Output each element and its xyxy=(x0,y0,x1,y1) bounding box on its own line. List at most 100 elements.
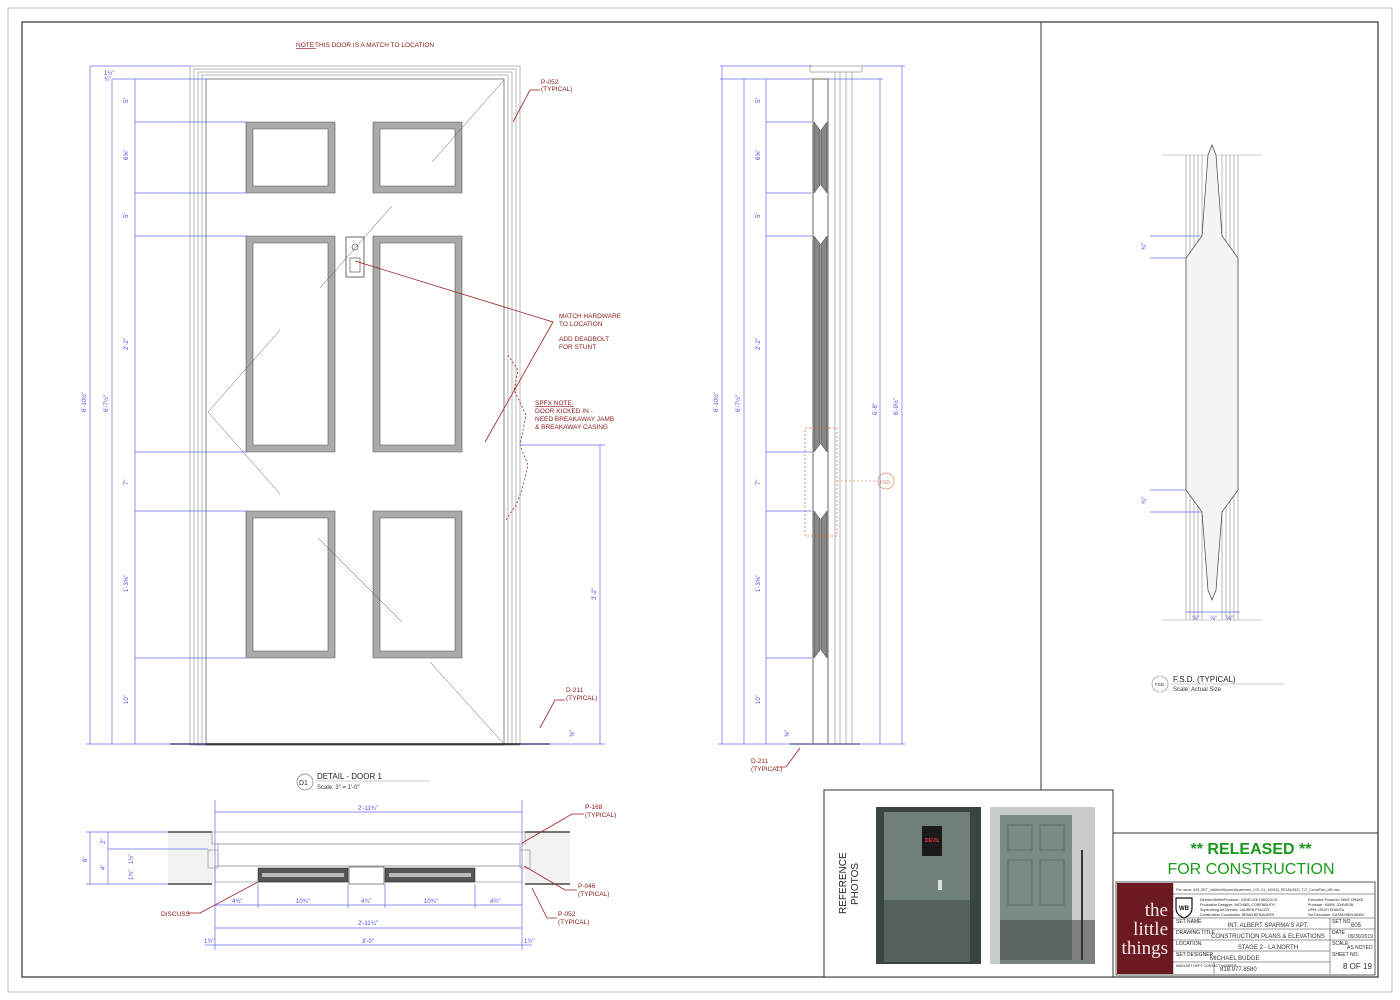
plan-left-dim: 2" xyxy=(101,839,107,844)
scale-label: SCALE xyxy=(1332,941,1349,947)
credit: Director/Writer/Producer: JOHN LEE HANCO… xyxy=(1200,898,1278,902)
plan-side-dim: 1½" xyxy=(524,938,534,945)
plan-mid-dim: 4¾" xyxy=(490,899,500,905)
detail-scale: Scale: 3" = 1'-0" xyxy=(317,785,360,791)
date: 09/30/2019 xyxy=(1348,934,1373,940)
dim-label: 10" xyxy=(124,695,130,704)
plan-lower-dim: 2'-11¾" xyxy=(358,921,378,927)
callout-p046-sub: (TYPICAL) xyxy=(578,891,609,898)
callout-discuss: DISCUSS xyxy=(161,911,191,918)
plan-mid-dim: 4¾" xyxy=(232,899,242,905)
set-name-label: SET NAME xyxy=(1176,919,1202,925)
sheet-number: 8 OF 19 xyxy=(1343,962,1372,971)
set-no: 605 xyxy=(1351,923,1362,929)
set-no-label: SET NO. xyxy=(1332,919,1352,925)
credit: Producer: MARK JOHNSON xyxy=(1308,903,1354,907)
overall-outer-dim: 6'-10½" xyxy=(81,392,88,412)
door-hardware xyxy=(345,236,365,278)
dim-label: 1'-3⅝" xyxy=(124,575,130,592)
dim-label: 6⅝" xyxy=(756,150,762,160)
dim-label: 1'-3⅝" xyxy=(756,575,762,592)
callout-deadbolt: ADD DEADBOLT xyxy=(559,336,609,343)
overall-inner-dim: 6'-7½" xyxy=(735,395,742,412)
detail-tag: D1 xyxy=(299,780,308,787)
detail-title: D1 DETAIL - DOOR 1 Scale: 3" = 1'-0" xyxy=(296,772,430,791)
plan-top-dim: 2'-11¾" xyxy=(358,806,378,812)
callout-p046: P-046 xyxy=(578,883,596,890)
door-elevation: NOTE: THIS DOOR IS A MATCH TO LOCATION xyxy=(81,42,622,746)
callout-spfx-line: NEED BREAKAWAY JAMB xyxy=(535,416,614,423)
credit: UPM: LEIGH SHANTA xyxy=(1308,908,1345,912)
fsd-dim: ¾" xyxy=(1142,497,1148,504)
show-logo xyxy=(1117,883,1173,974)
plan-mid-dim: 10¾" xyxy=(424,899,438,905)
logo-line: little xyxy=(1133,919,1168,940)
file-name: File name: 605_SET_IntAlbertSparmaApartm… xyxy=(1176,888,1340,892)
plan-left-dim: 1½" xyxy=(128,854,135,864)
dim-label: 7" xyxy=(756,480,762,485)
contact-label: MAIN ART DEPT CONTACT NUMBER xyxy=(1176,964,1237,968)
callout-deadbolt-sub: FOR STUNT xyxy=(559,344,596,351)
released-text: ** RELEASED ** xyxy=(1191,841,1313,858)
detail-title-text: DETAIL - DOOR 1 xyxy=(317,772,382,781)
callout-spfx-line: DOOR KICKED IN - xyxy=(535,408,593,415)
wb-logo-text: WB xyxy=(1179,906,1190,912)
sheet-frame xyxy=(21,21,1379,978)
fsd-dim: ¾" xyxy=(1142,243,1148,250)
contact-number: 818.977.8580 xyxy=(1220,967,1257,973)
fsd-tag: FSD xyxy=(880,480,890,486)
fsd-tag: FSD xyxy=(1155,682,1165,687)
title-block: the little things File name: 605_SET_Int… xyxy=(1115,881,1376,976)
page-border xyxy=(7,7,1393,993)
dim-label: 2'-2" xyxy=(124,338,130,350)
fsd-dim: ⅝" xyxy=(1226,616,1233,622)
dim-label: 1½" xyxy=(104,70,114,77)
callout-p168: P-168 xyxy=(585,804,603,811)
reference-photo-2 xyxy=(990,807,1095,964)
bottom-dim: ⅜" xyxy=(570,730,576,737)
set-name: INT. ALBERT SPARMA'S APT. xyxy=(1228,923,1309,929)
overall-outer-dim: 6'-10½" xyxy=(713,392,720,412)
set-designer: MICHAEL BUDGE xyxy=(1210,956,1259,962)
fsd-dim: ⅝" xyxy=(1192,616,1199,622)
door-plan-detail: 2'-11¾" 4¾" 10¾" 4¾" 10¾" 4¾" 2'-11¾" 3'… xyxy=(83,800,616,950)
callout-p052: P-052 xyxy=(541,79,559,86)
credit: Construction Coordinator: BRIAN BENAVIDE… xyxy=(1200,913,1275,917)
plan-left-dim: 1¾" xyxy=(129,870,135,880)
callout-p052: P-052 xyxy=(558,911,576,918)
callout-spfx: SPFX NOTE: xyxy=(535,400,574,407)
credit: Supervising Art Director: LAUREN POLIZZI xyxy=(1200,908,1269,912)
callout-d211: D-211 xyxy=(751,758,769,765)
bottom-dim: ⅜" xyxy=(785,730,791,737)
dim-label: 6⅝" xyxy=(124,150,130,160)
callout-d211: D-211 xyxy=(566,687,584,694)
right-inner-dim: 6'-8" xyxy=(873,403,879,415)
drawing-title: CONSTRUCTION PLANS & ELEVATIONS xyxy=(1211,934,1325,940)
callout-p052-sub: (TYPICAL) xyxy=(558,919,589,926)
plan-left-dim: 6" xyxy=(83,857,89,862)
plan-mid-dim: 4¾" xyxy=(361,899,371,905)
scale: AS NOTED xyxy=(1347,945,1373,951)
dim-label: 7" xyxy=(124,480,130,485)
right-outer-dim: 6'-9½" xyxy=(893,398,900,415)
callout-p052-sub: (TYPICAL) xyxy=(541,86,572,93)
reference-label-1: REFERENCE xyxy=(838,852,849,914)
dim-label: 5" xyxy=(124,98,130,103)
photo-sign-text: DEVIL xyxy=(925,838,940,844)
dim-label: ¾" xyxy=(104,77,111,83)
reference-label-2: PHOTOS xyxy=(850,863,861,905)
logo-line: the xyxy=(1145,900,1168,921)
wb-shield-icon: WB xyxy=(1175,897,1193,919)
callout-d211-sub: (TYPICAL) xyxy=(566,695,597,702)
door-panels xyxy=(245,121,463,659)
fsd-detail: ¾" ¾" ⅝" ⅛" ⅝" FSD F.S.D. (TYPICAL) Scal… xyxy=(1142,144,1285,693)
right-dim: 3'-2" xyxy=(592,588,598,600)
top-note: THIS DOOR IS A MATCH TO LOCATION xyxy=(315,42,434,49)
credit: Production Designer: MICHAEL CORENBLITH xyxy=(1200,903,1275,907)
callout-spfx-line: & BREAKAWAY CASING xyxy=(535,424,608,431)
location: STAGE 2 - LA NORTH xyxy=(1238,945,1298,951)
dim-label: 10" xyxy=(756,695,762,704)
top-note-prefix: NOTE: xyxy=(296,42,316,49)
dim-label: 5" xyxy=(756,213,762,218)
